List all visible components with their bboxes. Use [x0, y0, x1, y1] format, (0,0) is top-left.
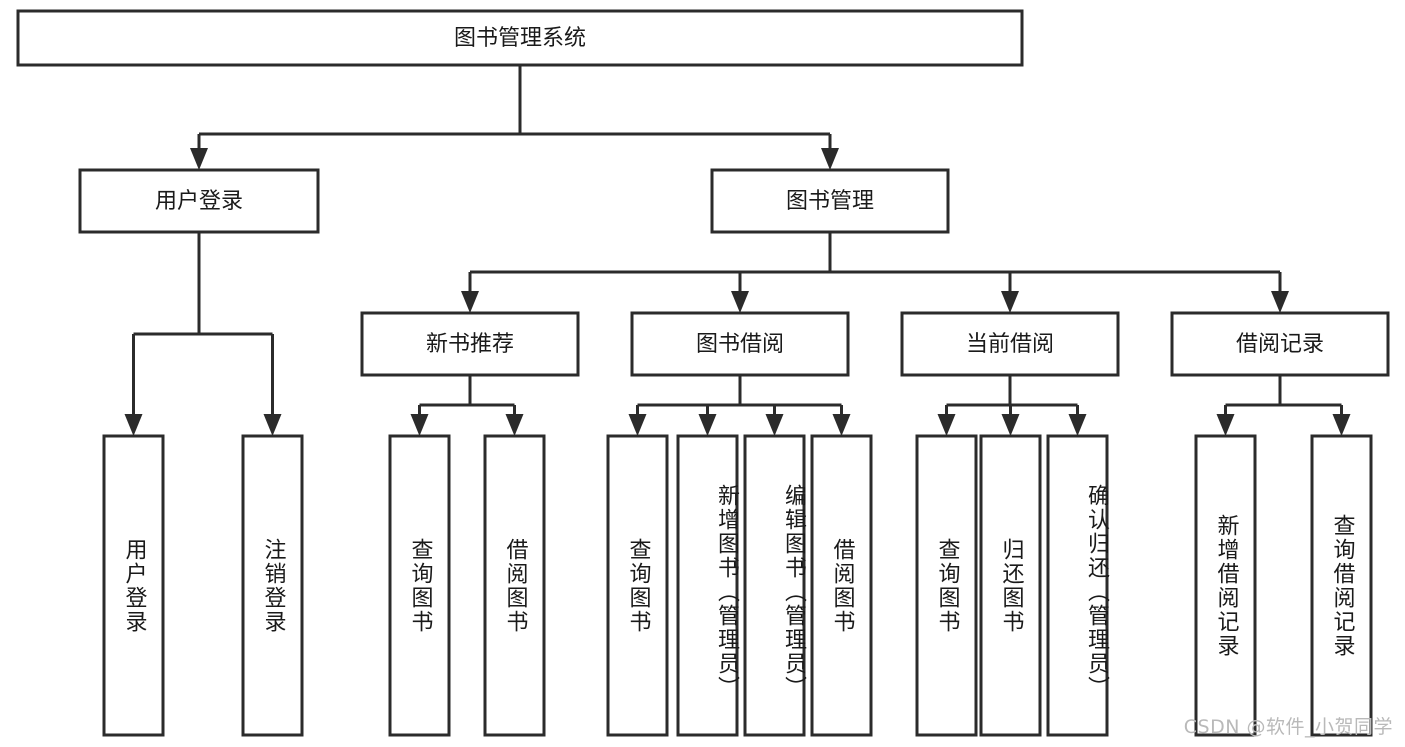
arrow-head-icon — [1216, 414, 1235, 436]
node-box — [710, 168, 950, 234]
node-leaf-confirm-return[interactable] — [1046, 434, 1109, 737]
node-label: 新书推荐 — [426, 332, 514, 357]
node-box — [102, 434, 165, 737]
arrow-head-icon — [832, 414, 851, 436]
node-box — [606, 434, 669, 737]
node-label: 图书管理 — [786, 189, 874, 214]
node-box — [16, 9, 1024, 67]
node-new-book-rec[interactable]: 新书推荐 — [360, 311, 580, 377]
node-box — [1046, 434, 1109, 737]
arrow-head-icon — [1271, 291, 1289, 313]
arrow-head-icon — [263, 414, 282, 436]
node-book-manage[interactable]: 图书管理 — [710, 168, 950, 234]
arrow-head-icon — [461, 291, 479, 313]
arrow-head-icon — [821, 148, 839, 170]
node-leaf-query-book-bb[interactable] — [606, 434, 669, 737]
node-leaf-query-record[interactable] — [1310, 434, 1373, 737]
node-label: 图书管理系统 — [454, 26, 586, 51]
node-box — [241, 434, 304, 737]
node-borrow-record[interactable]: 借阅记录 — [1170, 311, 1390, 377]
node-box — [630, 311, 850, 377]
node-box — [900, 311, 1120, 377]
node-box — [810, 434, 873, 737]
node-root[interactable]: 图书管理系统 — [16, 9, 1024, 67]
node-box — [1170, 311, 1390, 377]
node-leaf-add-record[interactable] — [1194, 434, 1257, 737]
arrow-head-icon — [124, 414, 143, 436]
node-user-login[interactable]: 用户登录 — [78, 168, 320, 234]
arrow-head-icon — [1068, 414, 1087, 436]
node-leaf-query-book-cb[interactable] — [915, 434, 978, 737]
arrow-head-icon — [698, 414, 717, 436]
node-box — [915, 434, 978, 737]
node-box — [483, 434, 546, 737]
arrow-head-icon — [765, 414, 784, 436]
arrow-head-icon — [731, 291, 749, 313]
node-box — [360, 311, 580, 377]
node-current-borrow[interactable]: 当前借阅 — [900, 311, 1120, 377]
arrow-head-icon — [628, 414, 647, 436]
node-label: 用户登录 — [155, 189, 243, 214]
arrow-head-icon — [1001, 414, 1020, 436]
node-box — [388, 434, 451, 737]
arrow-head-icon — [190, 148, 208, 170]
node-leaf-add-book[interactable] — [676, 434, 739, 737]
node-box — [1194, 434, 1257, 737]
node-box — [979, 434, 1042, 737]
node-box — [1310, 434, 1373, 737]
node-leaf-query-book-rec[interactable] — [388, 434, 451, 737]
arrow-head-icon — [1332, 414, 1351, 436]
arrow-head-icon — [937, 414, 956, 436]
node-leaf-return-book[interactable] — [979, 434, 1042, 737]
node-label: 图书借阅 — [696, 332, 784, 357]
node-box — [78, 168, 320, 234]
node-book-borrow[interactable]: 图书借阅 — [630, 311, 850, 377]
arrow-head-icon — [410, 414, 429, 436]
node-box — [676, 434, 739, 737]
node-label: 借阅记录 — [1236, 332, 1324, 357]
arrow-head-icon — [505, 414, 524, 436]
connectors-layer — [124, 65, 1351, 436]
node-leaf-edit-book[interactable] — [743, 434, 806, 737]
node-leaf-borrow-book-bb[interactable] — [810, 434, 873, 737]
arrow-head-icon — [1001, 291, 1019, 313]
node-leaf-user-login[interactable] — [102, 434, 165, 737]
node-leaf-borrow-book-rec[interactable] — [483, 434, 546, 737]
node-box — [743, 434, 806, 737]
node-label: 当前借阅 — [966, 332, 1054, 357]
node-leaf-logout[interactable] — [241, 434, 304, 737]
watermark-text: CSDN @软件_小贺同学 — [1183, 716, 1393, 738]
